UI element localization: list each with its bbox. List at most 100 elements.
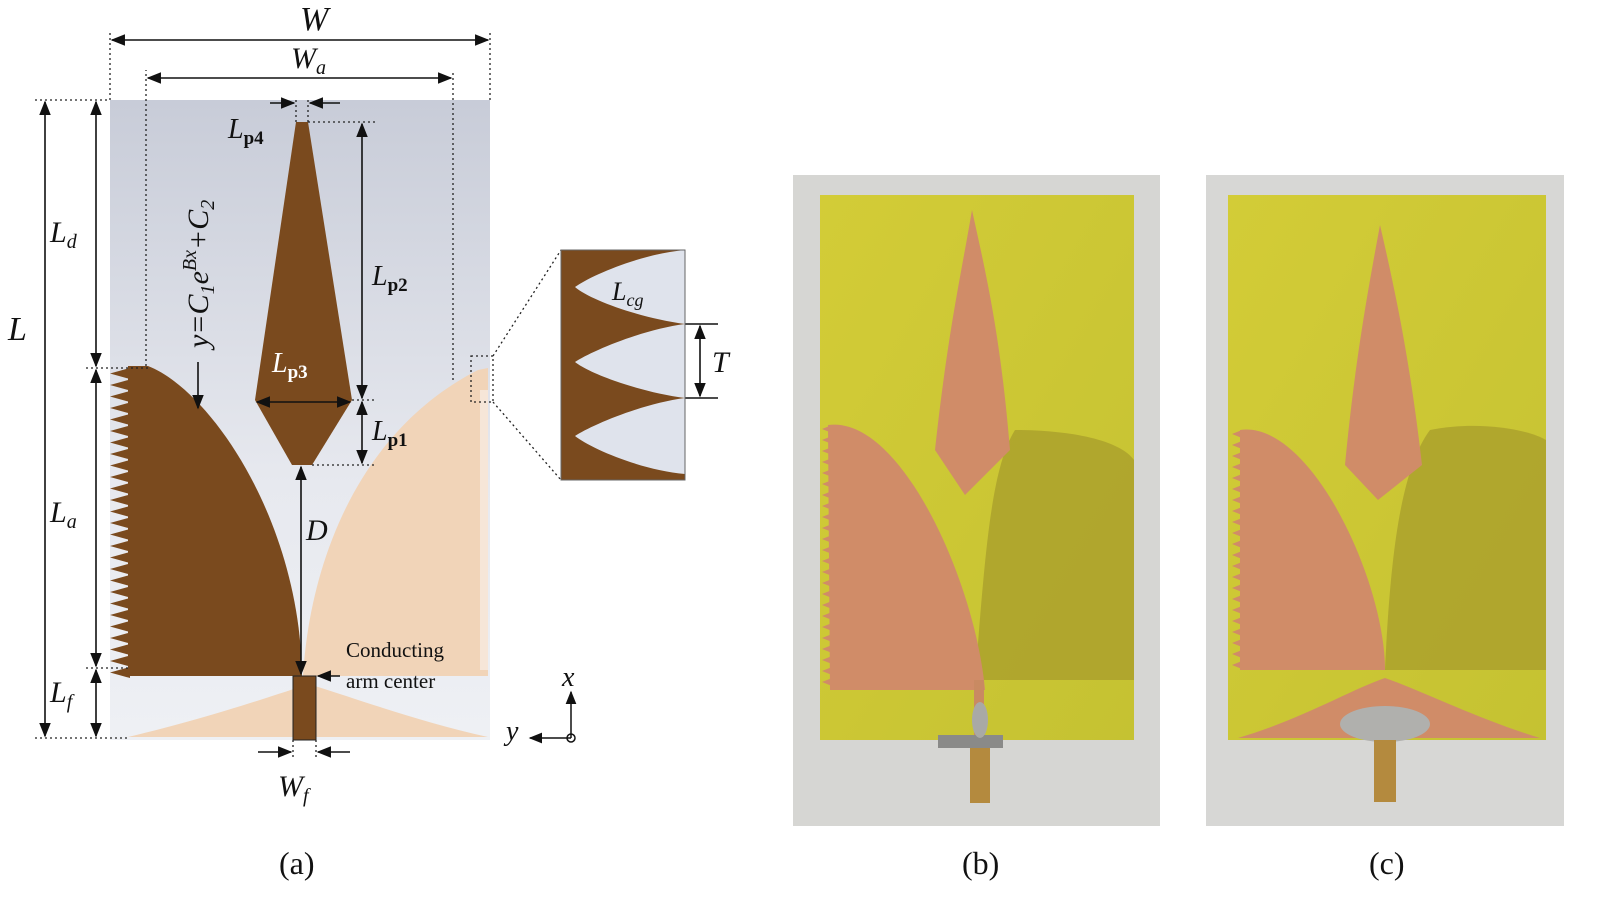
comb-tooth (110, 552, 130, 563)
comb-tooth (822, 579, 832, 587)
comb-tooth (1232, 606, 1242, 614)
panel-a-schematic: W Wa Wf L Ld La Lf Lp4 Lp2 Lp3 Lp1 D T L… (7, 1, 731, 881)
label-Lp2: Lp2 (371, 261, 408, 296)
pcb-c-patch (1345, 225, 1422, 500)
label-Wa: Wa (291, 42, 326, 79)
label-La: La (49, 496, 77, 533)
comb-tooth (1232, 496, 1242, 504)
comb-zoom-inset (560, 249, 686, 481)
comb-tooth (1232, 573, 1242, 581)
comb-tooth (822, 447, 832, 455)
pcb-c-sma (1374, 740, 1396, 802)
comb-tooth (110, 644, 130, 655)
comb-tooth (822, 612, 832, 620)
comb-tooth (1232, 661, 1242, 669)
comb-tooth (110, 414, 130, 425)
comb-tooth (1232, 562, 1242, 570)
pcb-b-connector-flange (938, 735, 1003, 748)
comb-tooth (110, 609, 130, 621)
comb-tooth (1232, 617, 1242, 625)
comb-tooth (110, 448, 130, 460)
comb-tooth (822, 425, 832, 433)
comb-tooth (110, 494, 130, 506)
label-Lf: Lf (49, 676, 75, 713)
comb-tooth (1232, 430, 1242, 438)
pcb-b-front-arm (828, 424, 985, 690)
comb-tooth (1232, 441, 1242, 449)
pcb-c-back-arm (1385, 425, 1546, 670)
comb-tooth (822, 502, 832, 510)
feed-line (292, 675, 317, 741)
comb-tooth (1232, 584, 1242, 592)
comb-tooth (822, 645, 832, 653)
pcb-b-patch (935, 210, 1010, 495)
comb-tooth (110, 667, 130, 678)
comb-tooth (822, 491, 832, 499)
coordinate-axes (528, 690, 577, 744)
comb-tooth (822, 678, 832, 686)
comb-tooth (1232, 474, 1242, 482)
comb-tooth (1232, 529, 1242, 537)
comb-tooth (110, 506, 130, 517)
label-Wf: Wf (278, 770, 311, 807)
back-arm-right (303, 368, 488, 676)
comb-tooth (110, 483, 130, 494)
axis-y-label: y (503, 716, 519, 747)
T-ticks (682, 323, 718, 399)
label-equation: y=C1eBx+C2 (179, 200, 219, 351)
extension-lines (35, 30, 562, 760)
comb-tooth (110, 632, 130, 644)
comb-tooth (1232, 650, 1242, 658)
comb-tooth (110, 563, 130, 575)
comb-tooth (822, 667, 832, 675)
comb-tooth (822, 513, 832, 521)
pcb-b-sma (970, 748, 990, 803)
axis-x-label: x (561, 662, 575, 693)
comb-tooth (822, 590, 832, 598)
comb-tooth (110, 598, 130, 609)
comb-tooth (110, 425, 130, 437)
pcb-b-comb (822, 425, 832, 686)
comb-tooth (1232, 452, 1242, 460)
label-T: T (712, 346, 731, 379)
comb-left (110, 368, 130, 678)
label-Lp1: Lp1 (371, 416, 408, 451)
dimension-arrows (39, 34, 706, 758)
pcb-b-back-arm (975, 430, 1134, 680)
comb-tooth (110, 621, 130, 632)
comb-tooth (822, 634, 832, 642)
comb-tooth (822, 524, 832, 532)
pcb-c-solder (1340, 706, 1430, 742)
comb-tooth (110, 586, 130, 598)
comb-tooth (822, 656, 832, 664)
label-W: W (300, 1, 331, 38)
comb-tooth (110, 402, 130, 414)
comb-tooth (822, 480, 832, 488)
label-D: D (305, 514, 328, 547)
caption-c: (c) (1369, 845, 1405, 881)
comb-tooth (822, 535, 832, 543)
comb-tooth (1232, 595, 1242, 603)
front-arm-left (128, 366, 302, 676)
comb-tooth (822, 557, 832, 565)
comb-tooth (1232, 551, 1242, 559)
comb-tooth (1232, 518, 1242, 526)
comb-tooth (1232, 507, 1242, 515)
pcb-c-front-arm (1240, 429, 1385, 670)
pcb-b-solder (972, 702, 988, 738)
comb-tooth (822, 623, 832, 631)
comb-tooth (1232, 628, 1242, 636)
label-Lp4: Lp4 (227, 114, 264, 149)
comb-tooth (110, 575, 130, 586)
comb-tooth (110, 368, 130, 379)
comb-tooth (822, 546, 832, 554)
comb-tooth (822, 601, 832, 609)
caption-b: (b) (962, 845, 999, 881)
comb-tooth (822, 568, 832, 576)
label-Lp3: Lp3 (271, 348, 308, 383)
label-Ld: Ld (49, 216, 78, 253)
comb-tooth (822, 469, 832, 477)
comb-tooth (110, 379, 130, 391)
back-comb-right (480, 390, 488, 670)
